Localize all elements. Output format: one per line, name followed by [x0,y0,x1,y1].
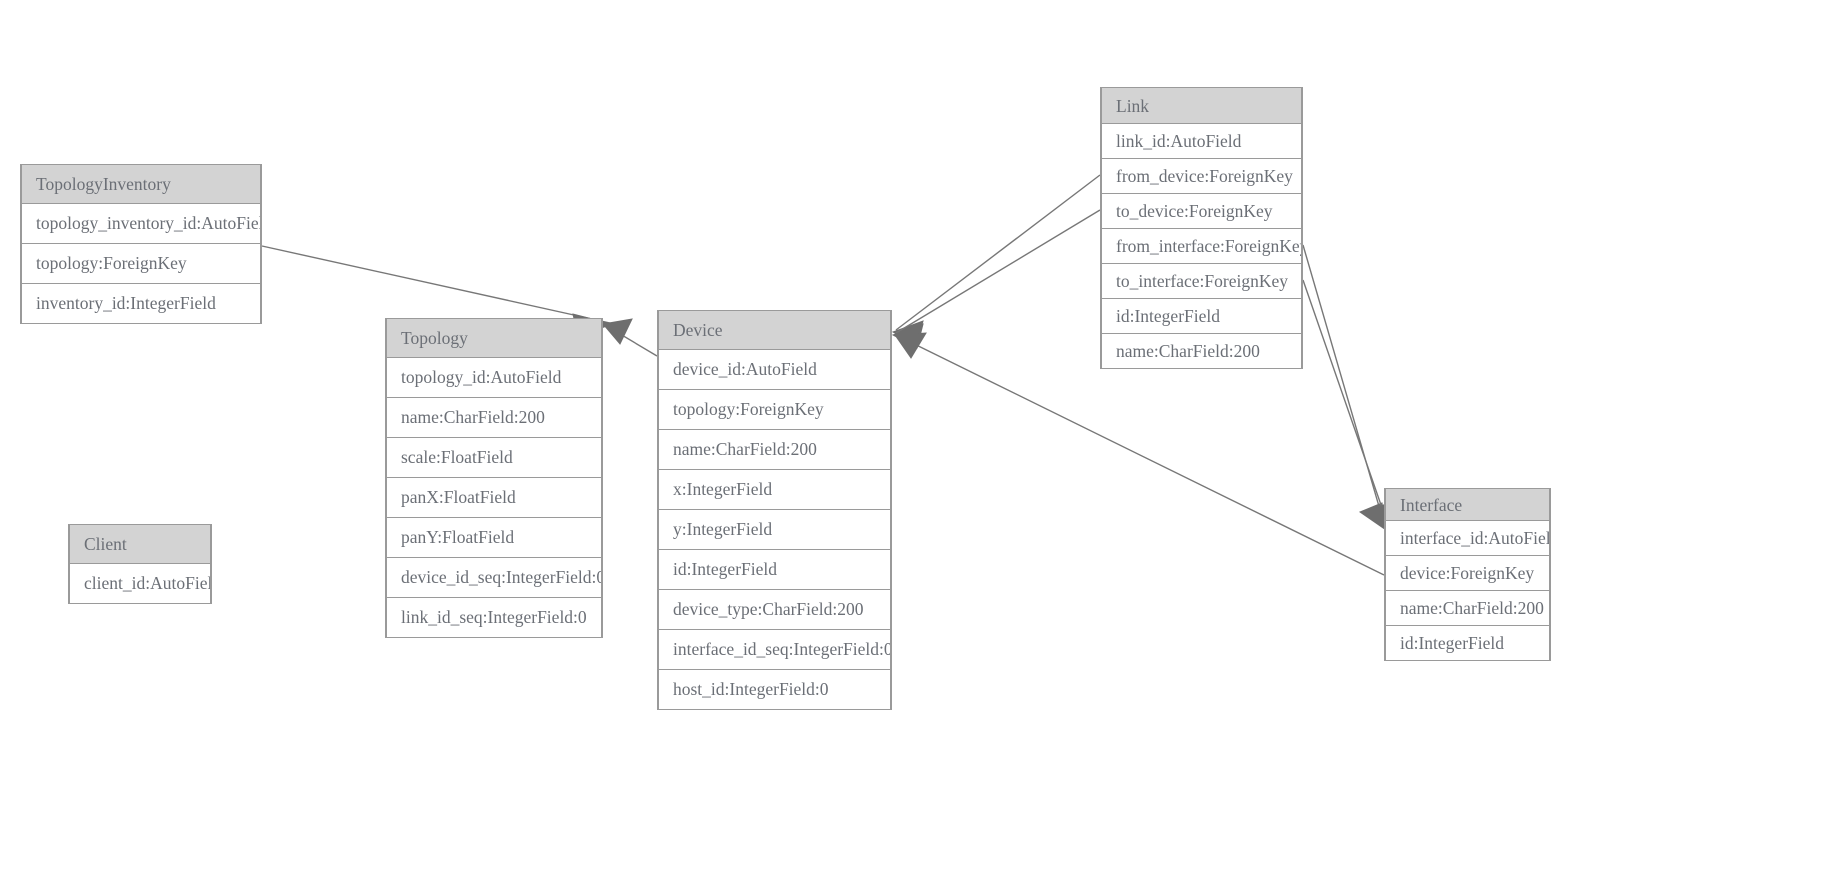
entity-field: link_id_seq:IntegerField:0 [386,598,602,638]
entity-field: interface_id:AutoField [1385,521,1550,556]
relationship-arrowhead [891,323,924,349]
entity-field: device:ForeignKey [1385,556,1550,591]
relationship-device-topology [602,318,658,357]
relationship-link-from-device [891,174,1101,346]
relationship-line [604,324,658,357]
entity-field: device_type:CharField:200 [658,590,891,630]
entity-field: scale:FloatField [386,438,602,478]
entity-field: topology_id:AutoField [386,358,602,398]
entity-field: name:CharField:200 [386,398,602,438]
entity-field: host_id:IntegerField:0 [658,670,891,710]
entity-header-device: Device [658,310,891,350]
relationship-interface-device [894,332,1385,576]
relationship-link-to-device [891,209,1101,349]
relationship-line [895,209,1101,334]
entity-field: topology:ForeignKey [21,244,261,284]
entity-field: name:CharField:200 [1385,591,1550,626]
entity-field: from_device:ForeignKey [1101,159,1302,194]
relationship-link-to-interface [1302,279,1391,533]
relationship-arrowhead [1358,502,1387,532]
entity-header-topology-inventory: TopologyInventory [21,164,261,204]
relationship-line [261,245,611,324]
relationship-line [897,335,1385,576]
entity-field: x:IntegerField [658,470,891,510]
relationship-arrowhead [894,332,927,359]
entity-field: panY:FloatField [386,518,602,558]
entity-field: y:IntegerField [658,510,891,550]
entity-field: name:CharField:200 [1101,334,1302,369]
entity-header-client: Client [69,524,211,564]
entity-field: name:CharField:200 [658,430,891,470]
entity-field: id:IntegerField [658,550,891,590]
relationship-arrowhead [602,318,633,345]
entity-field: link_id:AutoField [1101,124,1302,159]
entity-field: topology_inventory_id:AutoField [21,204,261,244]
entity-field: device_id:AutoField [658,350,891,390]
relationship-arrowhead [891,320,924,346]
entity-field: device_id_seq:IntegerField:0 [386,558,602,598]
entity-field: panX:FloatField [386,478,602,518]
entity-header-topology: Topology [386,318,602,358]
relationship-link-from-interface [1302,244,1387,532]
entity-header-link: Link [1101,87,1302,124]
entity-field: to_interface:ForeignKey [1101,264,1302,299]
entity-field: id:IntegerField [1385,626,1550,661]
entity-field: topology:ForeignKey [658,390,891,430]
entity-field: interface_id_seq:IntegerField:0 [658,630,891,670]
entity-field: to_device:ForeignKey [1101,194,1302,229]
entity-field: from_interface:ForeignKey [1101,229,1302,264]
entity-field: client_id:AutoField [69,564,211,604]
relationship-line [1302,244,1386,528]
entity-field: id:IntegerField [1101,299,1302,334]
entity-header-interface: Interface [1385,488,1550,521]
relationship-line [1302,279,1390,529]
relationship-line [895,174,1101,331]
entity-field: inventory_id:IntegerField [21,284,261,324]
